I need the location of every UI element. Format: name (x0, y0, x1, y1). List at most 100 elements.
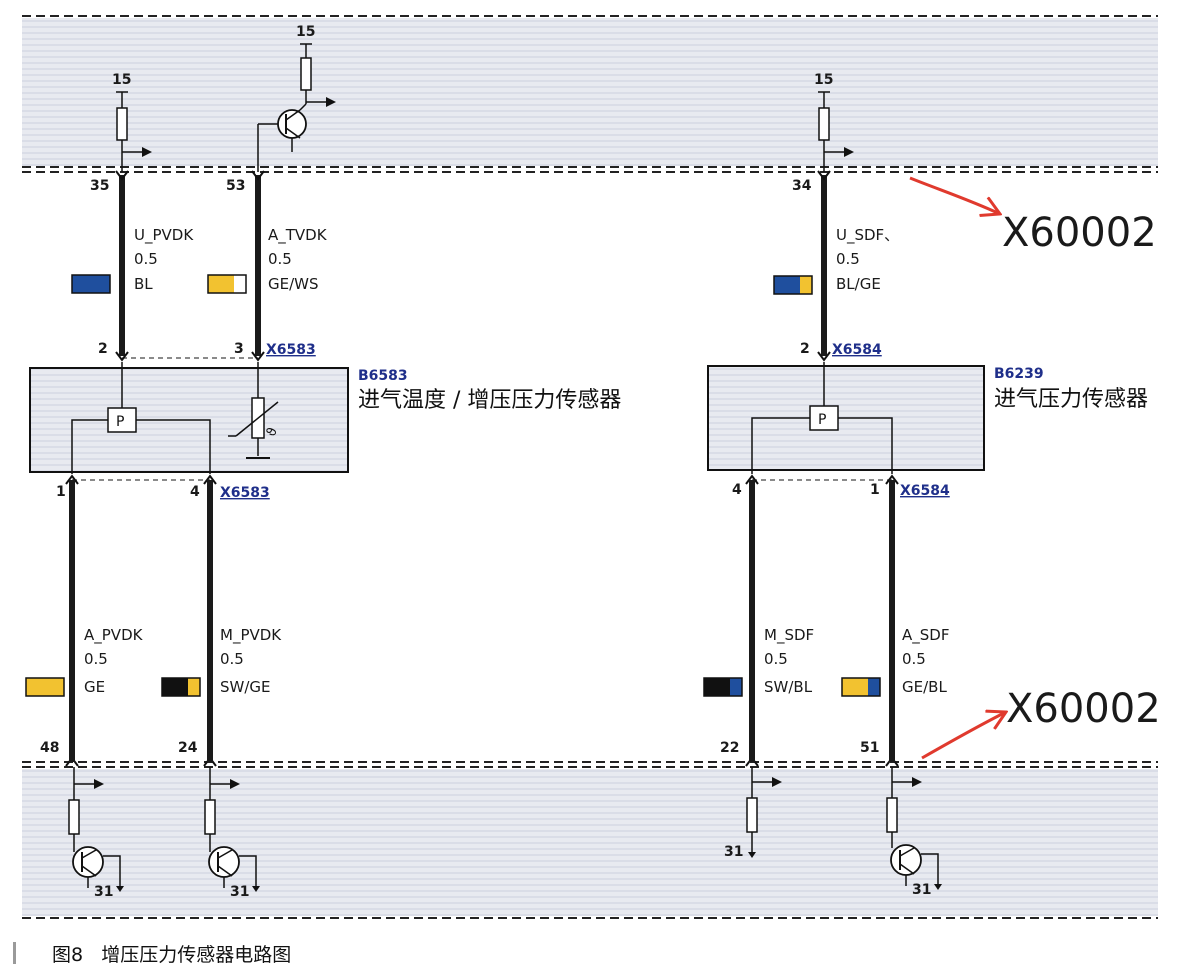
wire-color-code: BL/GE (836, 275, 881, 293)
annotation-label: X60002 (1006, 686, 1161, 732)
wire-size: 0.5 (836, 250, 860, 268)
figure-caption: 图8 增压压力传感器电路图 (52, 940, 291, 967)
pressure-symbol: P (818, 412, 826, 428)
wire-color-swatch (773, 275, 813, 295)
ground-circuit-pin-48: 31 (68, 767, 124, 900)
sensor-pin-number: 1 (870, 482, 880, 498)
wire-color-code: GE (84, 678, 105, 696)
sensor-b6239: P (707, 362, 985, 474)
pin-number: 22 (720, 740, 739, 756)
transistor-icon (208, 846, 240, 878)
top-control-unit-band (22, 15, 1158, 173)
wire-color-code: GE/WS (268, 275, 319, 293)
wire-a-tvdk: 53 A_TVDK 0.5 GE/WS 3 X6583 (207, 175, 328, 358)
ground-icon (116, 886, 124, 892)
resistor-icon (746, 797, 758, 833)
resistor-icon (818, 107, 830, 141)
wire-color-swatch (207, 274, 247, 294)
sensor-pin-number: 3 (234, 341, 244, 357)
wire-size: 0.5 (84, 650, 108, 668)
caption-marker (13, 942, 16, 964)
ground-label: 31 (230, 884, 249, 900)
ground-label: 31 (724, 844, 743, 860)
wire-color-swatch (161, 677, 201, 697)
supply-label: 15 (112, 72, 131, 88)
ground-icon (748, 852, 756, 858)
connector-label: X6584 (900, 483, 950, 499)
signal-name: M_SDF (764, 626, 814, 645)
figure-number: 图8 (52, 944, 84, 966)
wire-color-code: SW/BL (764, 678, 813, 696)
figure-title: 增压压力传感器电路图 (101, 944, 292, 966)
transistor-icon (72, 846, 104, 878)
wire-color-swatch (25, 677, 65, 697)
pin-number: 51 (860, 740, 879, 756)
pressure-symbol: P (116, 414, 124, 430)
wire-color-swatch (841, 677, 881, 697)
pin-number: 35 (90, 178, 109, 194)
wire-size: 0.5 (764, 650, 788, 668)
wire-m-pvdk: 4 X6583 M_PVDK 0.5 SW/GE 24 (161, 480, 282, 762)
resistor-icon (116, 107, 128, 141)
wire-color-swatch (71, 274, 111, 294)
ground-circuit-pin-51: 31 (886, 767, 942, 898)
supply-label: 15 (814, 72, 833, 88)
pin-number: 24 (178, 740, 198, 756)
red-arrow-icon (909, 176, 1000, 214)
transistor-icon (890, 844, 922, 876)
wire-color-code: GE/BL (902, 678, 947, 696)
wire-u-sdf: 34 U_SDF、 0.5 BL/GE 2 X6584 (773, 175, 899, 358)
ground-icon (934, 884, 942, 890)
sensor-pin-number: 4 (732, 482, 742, 498)
supply-circuit-pin-34: 15 (814, 72, 854, 172)
annotation-top: X60002 (909, 176, 1157, 256)
signal-name: U_SDF、 (836, 226, 899, 245)
wire-color-code: BL (134, 275, 153, 293)
component-id: B6239 (994, 366, 1044, 382)
red-arrow-icon (921, 712, 1006, 760)
ground-circuit-pin-22: 31 (724, 767, 782, 860)
signal-name: A_TVDK (268, 226, 328, 245)
sensor-pin-number: 2 (800, 341, 810, 357)
wire-a-sdf: 1 X6584 A_SDF 0.5 GE/BL 51 (841, 480, 950, 762)
pressure-sensor-icon (107, 407, 137, 433)
pin-number: 48 (40, 740, 59, 756)
signal-name: U_PVDK (134, 226, 194, 245)
wire-size: 0.5 (134, 250, 158, 268)
ground-circuit-pin-24: 31 (204, 767, 260, 900)
signal-name: A_SDF (902, 626, 949, 645)
ground-label: 31 (912, 882, 931, 898)
component-id: B6583 (358, 368, 408, 384)
wire-a-pvdk: 1 A_PVDK 0.5 GE 48 (25, 480, 144, 762)
supply-circuit-pin-53: 15 (257, 24, 336, 172)
transistor-icon (277, 103, 307, 152)
supply-label: 15 (296, 24, 315, 40)
wire-size: 0.5 (220, 650, 244, 668)
sensor-b6583: P ϑ (29, 362, 349, 474)
thermistor-icon: ϑ (228, 362, 281, 456)
component-name: 进气压力传感器 (994, 387, 1148, 412)
resistor-icon (300, 57, 312, 91)
supply-circuit-pin-35: 15 (112, 72, 152, 172)
signal-name: M_PVDK (220, 626, 282, 645)
wire-color-code: SW/GE (220, 678, 271, 696)
signal-name: A_PVDK (84, 626, 144, 645)
wire-size: 0.5 (902, 650, 926, 668)
wire-m-sdf: 4 M_SDF 0.5 SW/BL 22 (703, 480, 814, 762)
pin-number: 53 (226, 178, 245, 194)
wire-color-swatch (703, 677, 743, 697)
bottom-control-unit-band (22, 761, 1158, 919)
resistor-icon (886, 797, 898, 833)
resistor-icon (204, 799, 216, 835)
wire-u-pvdk: 35 U_PVDK 0.5 BL 2 (71, 175, 194, 357)
pin-number: 34 (792, 178, 812, 194)
connector-label: X6583 (220, 485, 270, 501)
sensor-pin-number: 4 (190, 484, 200, 500)
sensor-pin-number: 2 (98, 341, 108, 357)
sensor-pin-number: 1 (56, 484, 66, 500)
ground-icon (252, 886, 260, 892)
connector-label: X6583 (266, 342, 316, 358)
annotation-label: X60002 (1002, 210, 1157, 256)
resistor-icon (68, 799, 80, 835)
